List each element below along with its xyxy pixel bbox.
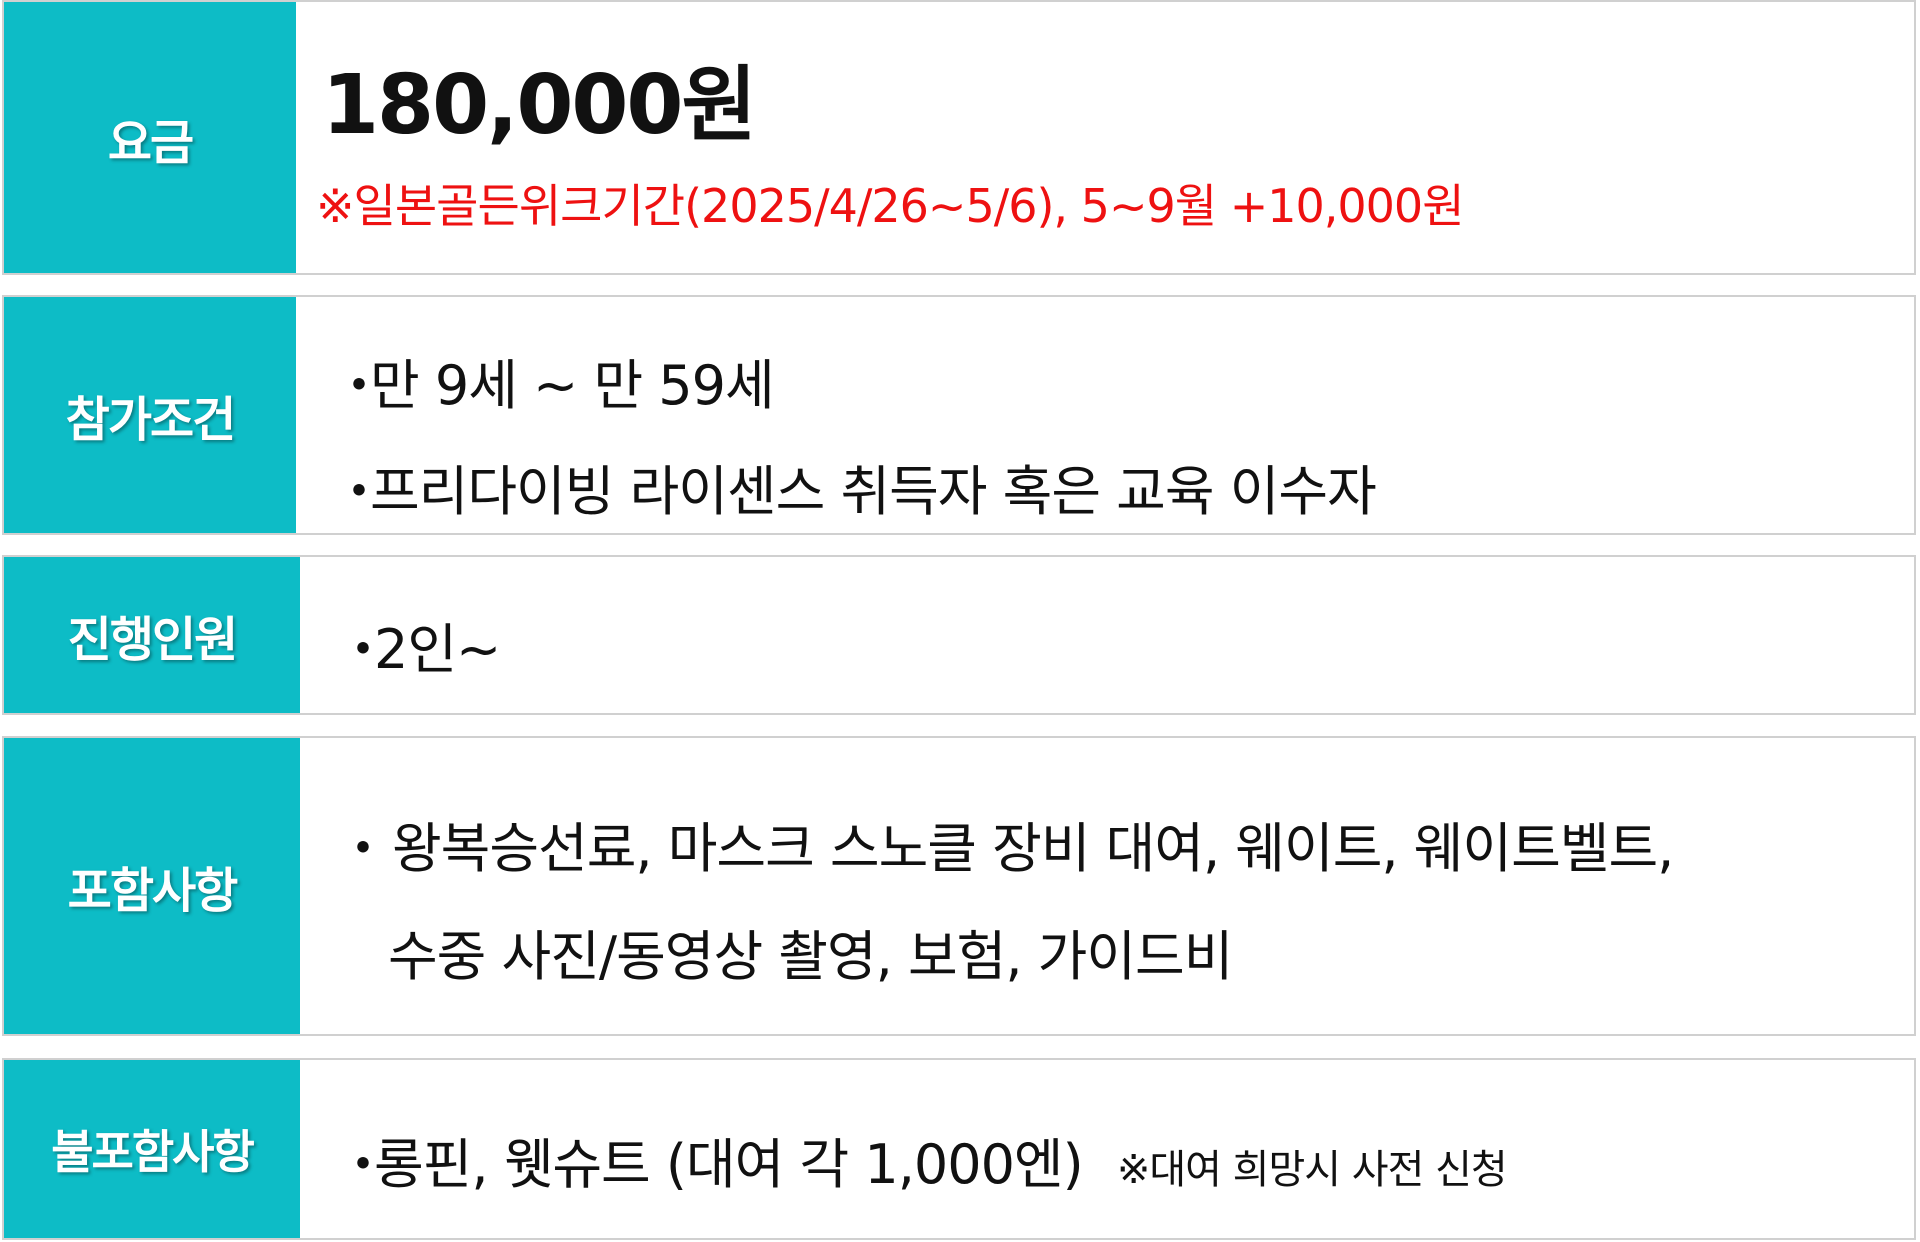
excluded-label: 불포함사항 (4, 1060, 300, 1238)
conditions-item-age: ・만 9세 ~ 만 59세 (332, 341, 775, 420)
excluded-item-text: 롱핀, 웻슈트 (대여 각 1,000엔) (374, 1133, 1084, 1196)
bullet-glyph: ・ (336, 817, 390, 880)
price-content: 180,000원 ※일본골든위크기간(2025/4/26~5/6), 5~9월 … (296, 2, 1914, 273)
included-line-2: 수중 사진/동영상 촬영, 보험, 가이드비 (388, 912, 1233, 991)
price-label: 요금 (4, 2, 296, 273)
participants-item: ・2인~ (336, 605, 501, 684)
conditions-label: 참가조건 (4, 297, 296, 533)
included-content: ・왕복승선료, 마스크 스노클 장비 대여, 웨이트, 웨이트벨트, 수중 사진… (300, 738, 1914, 1034)
bullet-glyph: ・ (336, 618, 390, 681)
price-row: 요금 180,000원 ※일본골든위크기간(2025/4/26~5/6), 5~… (2, 0, 1916, 275)
conditions-item-text: 프리다이빙 라이센스 취득자 혹은 교육 이수자 (370, 460, 1377, 523)
bullet-glyph: ・ (332, 354, 386, 417)
included-line-2-text: 수중 사진/동영상 촬영, 보험, 가이드비 (388, 925, 1233, 988)
included-label: 포함사항 (4, 738, 300, 1034)
participants-content: ・2인~ (300, 557, 1914, 713)
conditions-row: 참가조건 ・만 9세 ~ 만 59세 ・프리다이빙 라이센스 취득자 혹은 교육… (2, 295, 1916, 535)
excluded-item: ・롱핀, 웻슈트 (대여 각 1,000엔) ※대여 희망시 사전 신청 (336, 1120, 1508, 1199)
participants-label: 진행인원 (4, 557, 300, 713)
conditions-item-text: 만 9세 ~ 만 59세 (370, 354, 775, 417)
included-row: 포함사항 ・왕복승선료, 마스크 스노클 장비 대여, 웨이트, 웨이트벨트, … (2, 736, 1916, 1036)
price-value: 180,000원 (322, 58, 757, 153)
bullet-glyph: ・ (332, 460, 386, 523)
included-line-1-text: 왕복승선료, 마스크 스노클 장비 대여, 웨이트, 웨이트벨트, (392, 817, 1674, 880)
excluded-row: 불포함사항 ・롱핀, 웻슈트 (대여 각 1,000엔) ※대여 희망시 사전 … (2, 1058, 1916, 1240)
excluded-content: ・롱핀, 웻슈트 (대여 각 1,000엔) ※대여 희망시 사전 신청 (300, 1060, 1914, 1238)
conditions-item-license: ・프리다이빙 라이센스 취득자 혹은 교육 이수자 (332, 447, 1377, 526)
participants-row: 진행인원 ・2인~ (2, 555, 1916, 715)
excluded-rental-note: ※대여 희망시 사전 신청 (1116, 1147, 1508, 1193)
bullet-glyph: ・ (336, 1133, 390, 1196)
price-surcharge-note: ※일본골든위크기간(2025/4/26~5/6), 5~9월 +10,000원 (316, 179, 1465, 233)
included-line-1: ・왕복승선료, 마스크 스노클 장비 대여, 웨이트, 웨이트벨트, (336, 804, 1674, 883)
conditions-content: ・만 9세 ~ 만 59세 ・프리다이빙 라이센스 취득자 혹은 교육 이수자 (296, 297, 1914, 533)
participants-item-text: 2인~ (374, 618, 501, 681)
